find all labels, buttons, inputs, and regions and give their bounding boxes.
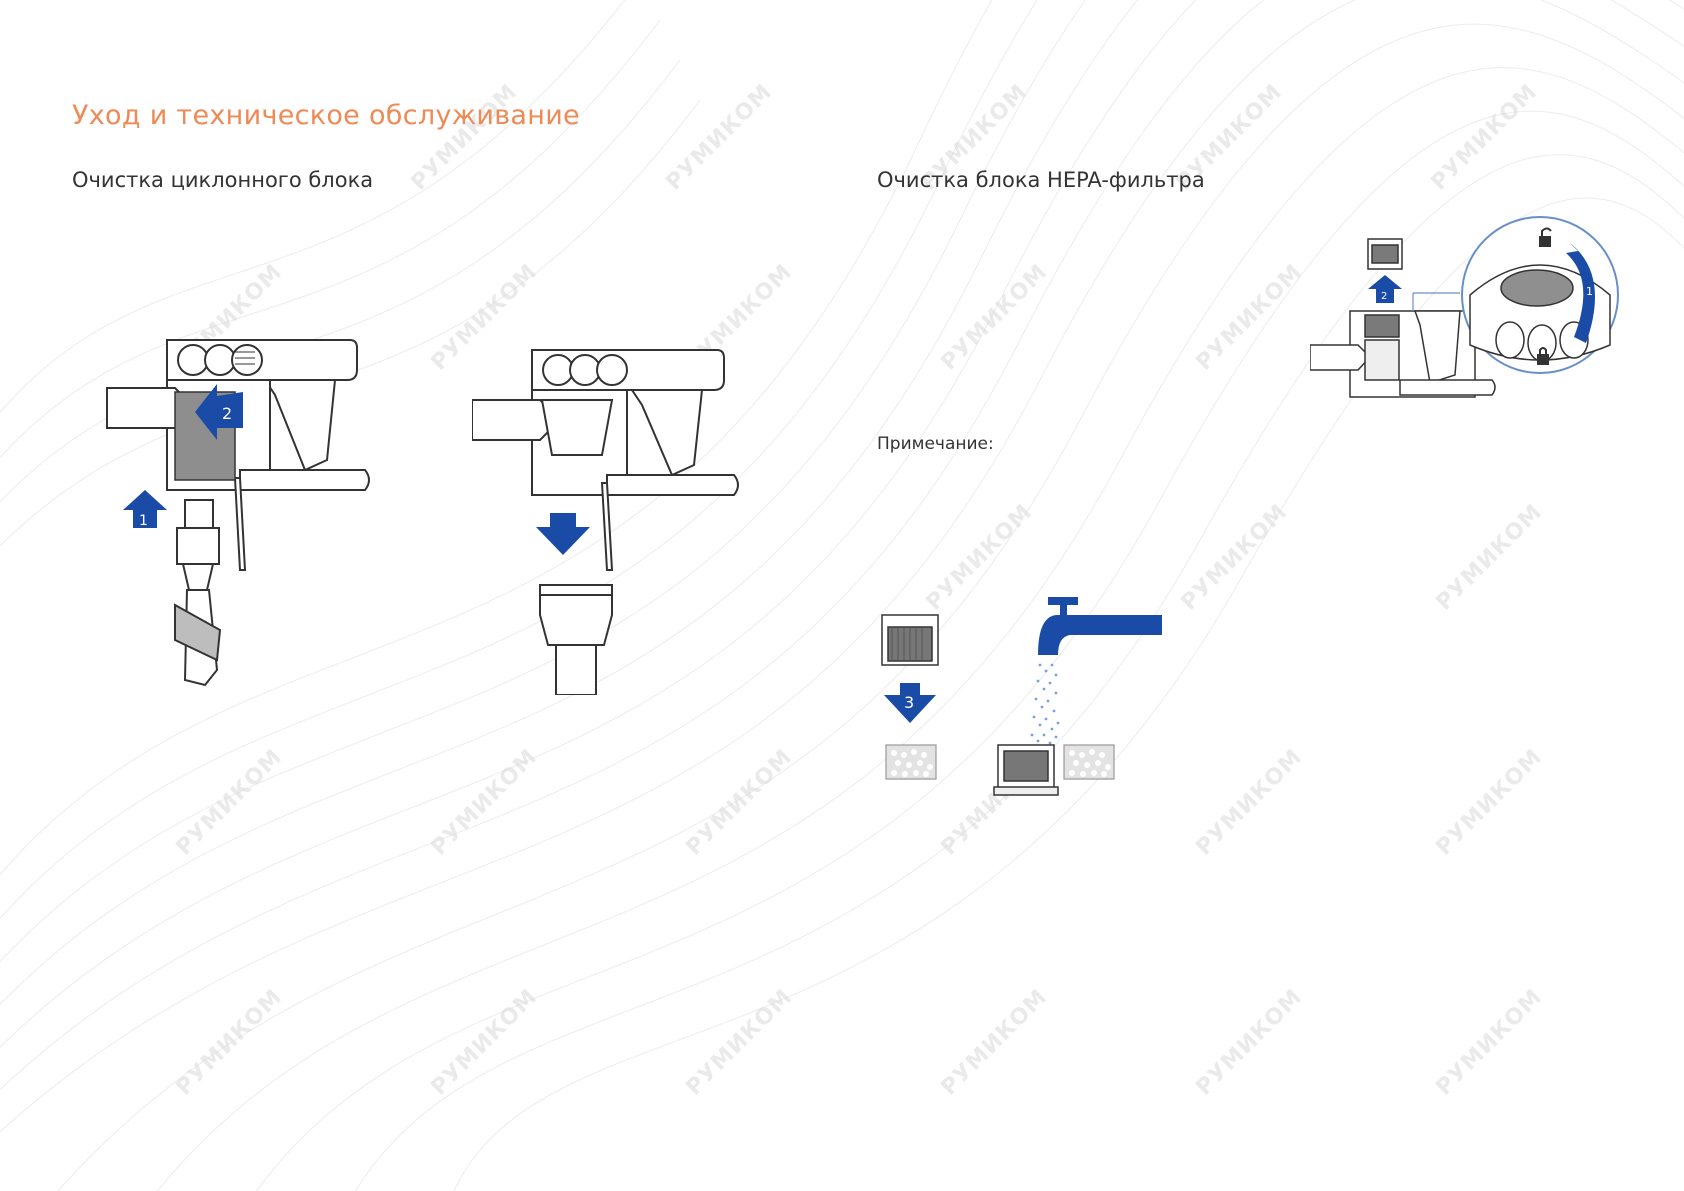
hepa-step-1-label: 1 <box>1586 285 1593 298</box>
cyclone-section-title: Очистка циклонного блока <box>72 168 374 192</box>
arrow-up-icon <box>123 490 167 528</box>
hepa-step-3-label: 3 <box>904 693 914 712</box>
page-title: Уход и техническое обслуживание <box>72 100 580 131</box>
arrow-up-icon <box>1368 275 1402 303</box>
water-tap-icon <box>1030 597 1162 745</box>
cyclone-step-2-label: 2 <box>222 404 232 423</box>
hepa-wash-illustration: 3 <box>880 585 1170 800</box>
hepa-section-title: Очистка блока HEPA-фильтра <box>877 168 1205 192</box>
cyclone-step-illustration-1: 2 1 <box>105 330 385 720</box>
arrow-left-icon <box>195 384 243 440</box>
unlock-icon <box>1539 227 1552 247</box>
cyclone-step-illustration-2 <box>472 345 752 695</box>
rotate-arrow-icon <box>1566 243 1595 343</box>
cyclone-step-1-label: 1 <box>139 513 148 529</box>
lock-icon <box>1537 347 1549 365</box>
arrow-down-icon <box>536 513 590 555</box>
arrow-down-icon <box>884 683 936 723</box>
hepa-step-2-label: 2 <box>1381 291 1387 302</box>
hepa-remove-illustration: 2 1 <box>1310 215 1630 440</box>
note-label: Примечание: <box>877 434 994 454</box>
